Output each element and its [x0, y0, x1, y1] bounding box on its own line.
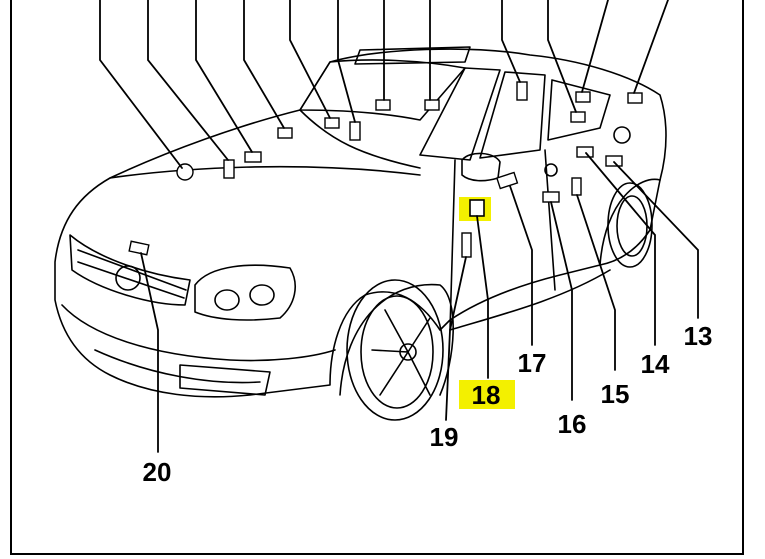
marker-19: [461, 232, 472, 258]
front-bumper: [61, 304, 336, 362]
callout-19: 19: [429, 422, 459, 452]
leader-16: [550, 201, 573, 401]
callout-15: 15: [600, 379, 630, 409]
callout-17: 17: [517, 348, 547, 378]
marker-g: [516, 81, 528, 101]
car-body-outline: [54, 48, 667, 398]
marker-d: [349, 121, 361, 141]
marker-18: [469, 199, 485, 217]
callout-14: 14: [640, 349, 670, 379]
diagram-frame: [10, 0, 744, 555]
window-front: [419, 67, 501, 161]
marker-f: [424, 99, 440, 111]
marker-20: [128, 240, 150, 256]
leader-14: [585, 152, 656, 346]
callout-13: 13: [683, 321, 713, 351]
marker-13: [605, 155, 623, 167]
marker-i: [575, 91, 591, 103]
sunroof-outline: [354, 46, 471, 65]
marker-l: [244, 151, 262, 163]
rear-wheel: [607, 182, 653, 268]
leader-20: [140, 252, 159, 453]
door-rear-line: [544, 149, 556, 291]
marker-16: [542, 191, 560, 203]
leader-18: [476, 215, 489, 379]
rear-wheel-arch: [599, 178, 661, 266]
windshield-outline: [299, 59, 466, 121]
leader-15: [576, 194, 616, 371]
marker-k: [176, 163, 194, 181]
marker-j: [627, 92, 643, 104]
hood-line: [109, 165, 421, 179]
marker-e: [375, 99, 391, 111]
front-wheel: [346, 279, 444, 421]
window-rear: [479, 71, 546, 159]
marker-b: [277, 127, 293, 139]
marker-c: [324, 117, 340, 129]
callout-18: 18: [471, 380, 501, 410]
marker-h: [570, 111, 586, 123]
marker-14: [576, 146, 594, 158]
grille-outline: [69, 234, 191, 306]
window-quarter: [547, 79, 611, 141]
front-wheel-arch: [339, 283, 454, 396]
vw-badge-icon: [115, 265, 141, 291]
marker-17: [496, 171, 519, 190]
marker-15: [571, 177, 582, 196]
headlight-outline: [194, 264, 296, 321]
callout-20: 20: [142, 457, 172, 487]
leader-19: [445, 256, 467, 421]
leader-13: [613, 161, 699, 319]
callout-16: 16: [557, 409, 587, 439]
label-18-highlight: [459, 380, 515, 409]
marker-a: [223, 159, 235, 179]
leader-17: [509, 185, 533, 346]
